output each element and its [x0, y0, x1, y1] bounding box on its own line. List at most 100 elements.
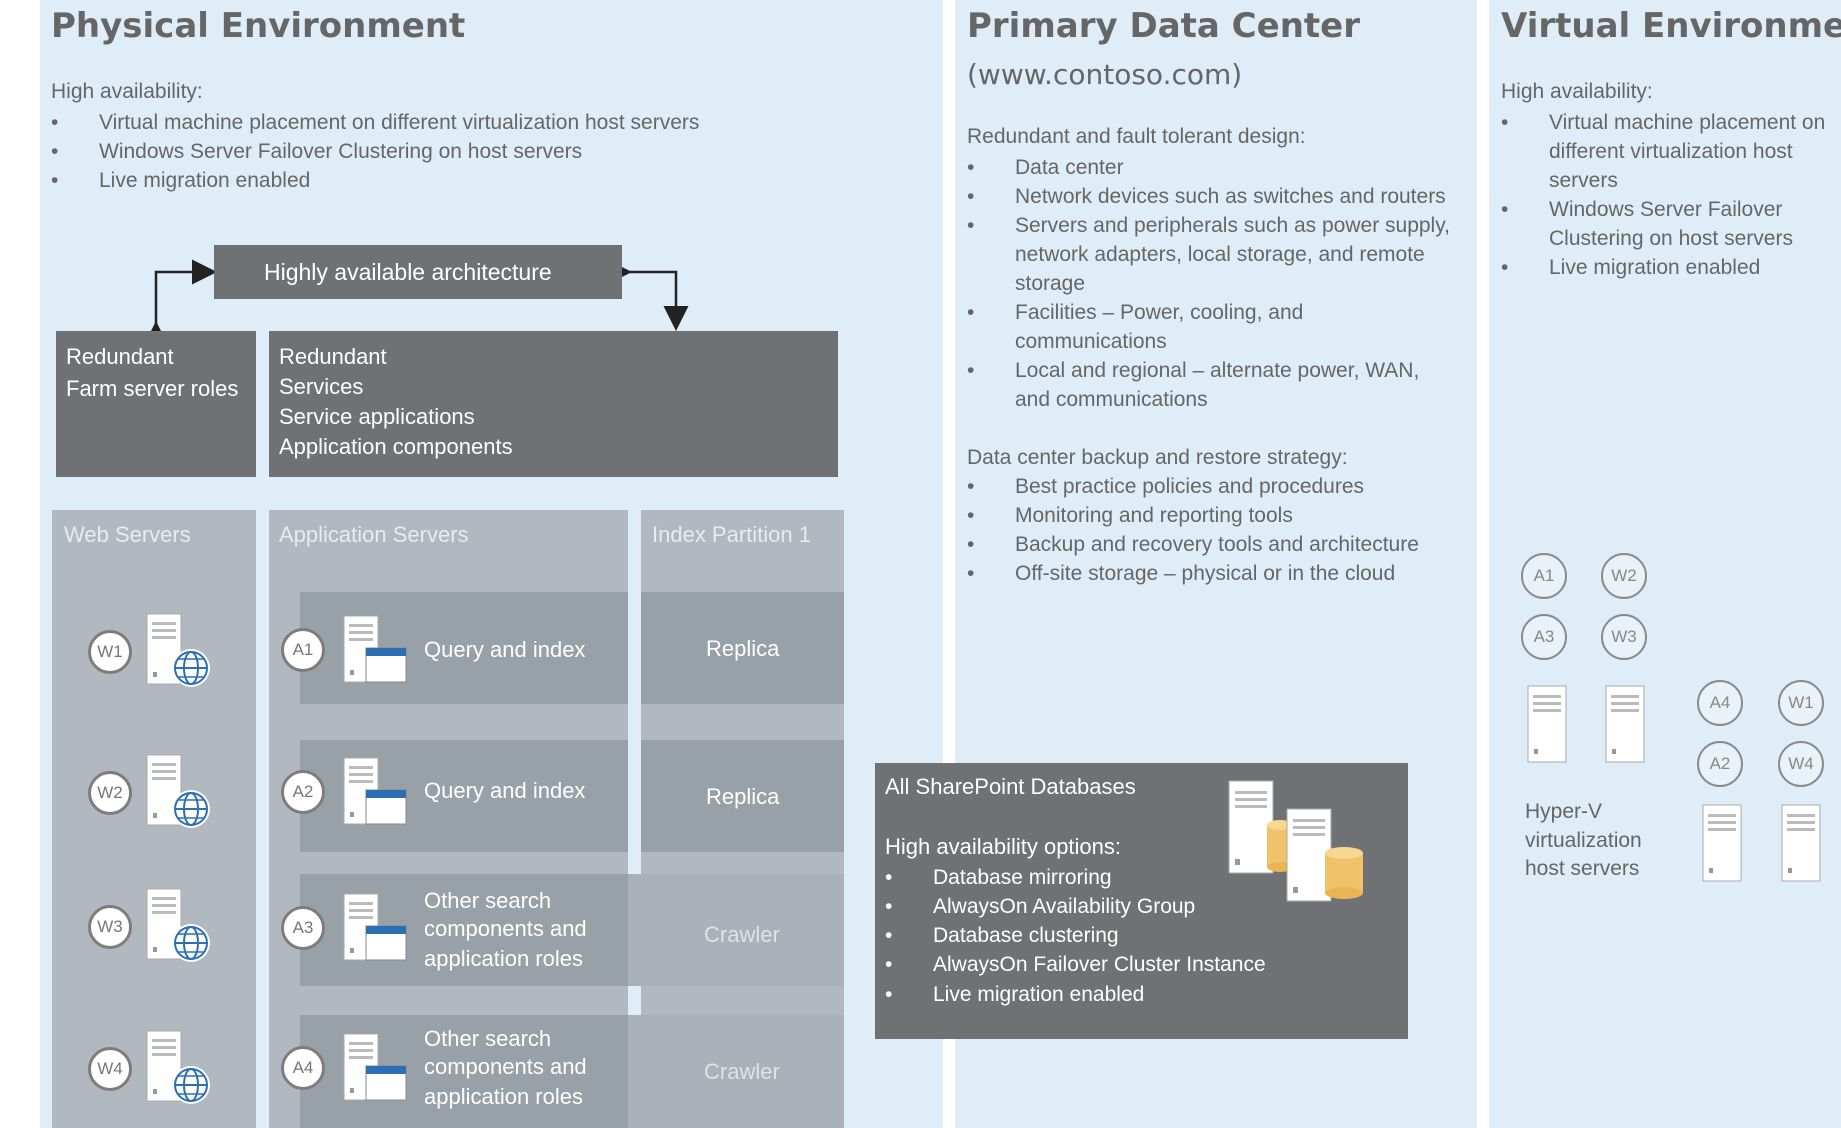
list-item-text: Virtual machine placement on — [1549, 111, 1826, 134]
list-item: AlwaysOn Failover Cluster Instance — [885, 950, 1385, 979]
list-item-text: Local and regional – alternate power, WA… — [1015, 359, 1420, 382]
redundant-farm-line2: Farm server roles — [66, 376, 239, 401]
redundant-farm-roles-box: Redundant Farm server roles — [56, 331, 256, 477]
app-role-a3-line3: application roles — [424, 946, 583, 971]
redundant-services-line3: Service applications — [279, 404, 475, 429]
list-item-text: Facilities – Power, cooling, and — [1015, 301, 1304, 324]
physical-ha-label: High availability: — [51, 80, 203, 103]
primary-title: Primary Data Center — [967, 6, 1360, 46]
web-server-icon — [146, 888, 210, 962]
list-item: Live migration enabled — [51, 166, 911, 195]
vm-badge-a4: A4 — [1697, 680, 1743, 726]
list-item: Local and regional – alternate power, WA… — [967, 356, 1477, 414]
app-server-icon — [343, 893, 407, 961]
list-item: Virtual machine placement on different v… — [51, 108, 911, 137]
server-badge-a4: A4 — [281, 1046, 325, 1090]
primary-subtitle: (www.contoso.com) — [967, 58, 1243, 91]
sharepoint-databases-box: All SharePoint Databases High availabili… — [875, 763, 1408, 1039]
physical-title: Physical Environment — [51, 6, 466, 46]
server-badge-w4: W4 — [88, 1047, 132, 1091]
list-item-text: Servers and peripherals such as power su… — [1015, 214, 1451, 237]
index-partition-header: Index Partition 1 — [652, 522, 811, 547]
list-item: Windows Server Failover Clustering on ho… — [51, 137, 911, 166]
list-item: Database clustering — [885, 921, 1385, 950]
redundant-design-list: Data center Network devices such as swit… — [967, 153, 1477, 414]
list-item-text: storage — [1015, 272, 1086, 295]
redundant-services-line1: Redundant — [279, 344, 387, 369]
app-role-a3-line1: Other search — [424, 888, 552, 913]
app-role-a2: Query and index — [424, 778, 586, 803]
list-item-text: different virtualization host — [1549, 140, 1793, 163]
list-item: Facilities – Power, cooling, and communic… — [967, 298, 1477, 356]
index-row-crawler-2 — [628, 1015, 844, 1128]
list-item: Monitoring and reporting tools — [967, 501, 1477, 530]
index-row-replica-2 — [641, 740, 844, 852]
app-role-a4-line2: components and — [424, 1054, 587, 1079]
partition-label-2: Replica — [706, 784, 780, 809]
partition-label-1: Replica — [706, 636, 780, 661]
hyperv-label-line3: host servers — [1525, 857, 1640, 880]
host-server-icon — [1605, 685, 1645, 763]
server-badge-w2: W2 — [88, 771, 132, 815]
virtual-ha-list: Virtual machine placement on different vi… — [1501, 108, 1841, 282]
list-item: Live migration enabled — [1501, 253, 1841, 282]
vm-badge-w1: W1 — [1778, 680, 1824, 726]
list-item-text: network adapters, local storage, and rem… — [1015, 243, 1425, 266]
index-row-replica-1 — [641, 592, 844, 704]
app-server-icon — [343, 615, 407, 683]
server-badge-a1: A1 — [281, 628, 325, 672]
hyperv-label-line2: virtualization — [1525, 829, 1642, 852]
databases-title: All SharePoint Databases — [885, 774, 1136, 799]
list-item: Servers and peripherals such as power su… — [967, 211, 1477, 298]
vm-badge-w3: W3 — [1601, 614, 1647, 660]
index-row-crawler-1 — [628, 874, 844, 986]
application-servers-header: Application Servers — [279, 522, 469, 547]
host-server-icon — [1527, 685, 1567, 763]
host-server-icon — [1702, 804, 1742, 882]
host-server-icon — [1781, 804, 1821, 882]
server-badge-a2: A2 — [281, 770, 325, 814]
list-item: Off-site storage – physical or in the cl… — [967, 559, 1477, 588]
vm-badge-a3: A3 — [1521, 614, 1567, 660]
redundant-services-line2: Services — [279, 374, 364, 399]
app-server-icon — [343, 1033, 407, 1101]
app-role-a3-line2: components and — [424, 916, 587, 941]
backup-strategy-label: Data center backup and restore strategy: — [967, 446, 1348, 469]
web-server-icon — [146, 754, 210, 828]
web-server-icon — [146, 1030, 210, 1104]
highly-available-architecture-box: Highly available architecture — [214, 245, 622, 299]
redundant-services-line4: Application components — [279, 434, 513, 459]
list-item-text: communications — [1015, 330, 1167, 353]
databases-ha-list: Database mirroring AlwaysOn Availability… — [885, 863, 1385, 1011]
server-badge-a3: A3 — [281, 906, 325, 950]
redundant-design-label: Redundant and fault tolerant design: — [967, 125, 1306, 148]
server-badge-w3: W3 — [88, 905, 132, 949]
redundant-services-box: Redundant Services Service applications … — [269, 331, 838, 477]
partition-label-3: Crawler — [704, 922, 780, 947]
list-item: Database mirroring — [885, 863, 1385, 892]
app-role-a4-line3: application roles — [424, 1084, 583, 1109]
list-item-text: servers — [1549, 169, 1618, 192]
web-server-icon — [146, 613, 210, 687]
vm-badge-a2: A2 — [1697, 741, 1743, 787]
list-item-text: Data center — [1015, 156, 1124, 179]
list-item-text: and communications — [1015, 388, 1208, 411]
app-server-icon — [343, 757, 407, 825]
server-badge-w1: W1 — [88, 630, 132, 674]
list-item: Live migration enabled — [885, 979, 1385, 1011]
vm-badge-a1: A1 — [1521, 553, 1567, 599]
web-servers-header: Web Servers — [64, 522, 191, 547]
backup-strategy-list: Best practice policies and procedures Mo… — [967, 472, 1477, 588]
redundant-farm-line1: Redundant — [66, 344, 174, 369]
virtual-title: Virtual Environment — [1501, 6, 1841, 46]
architecture-label: Highly available architecture — [264, 259, 552, 285]
vm-badge-w4: W4 — [1778, 741, 1824, 787]
database-server-icon — [1228, 780, 1363, 902]
list-item-text: Windows Server Failover — [1549, 198, 1783, 221]
app-role-a1: Query and index — [424, 637, 586, 662]
list-item-text: Network devices such as switches and rou… — [1015, 185, 1446, 208]
partition-label-4: Crawler — [704, 1059, 780, 1084]
physical-ha-list: Virtual machine placement on different v… — [51, 108, 911, 195]
virtual-ha-label: High availability: — [1501, 80, 1653, 103]
